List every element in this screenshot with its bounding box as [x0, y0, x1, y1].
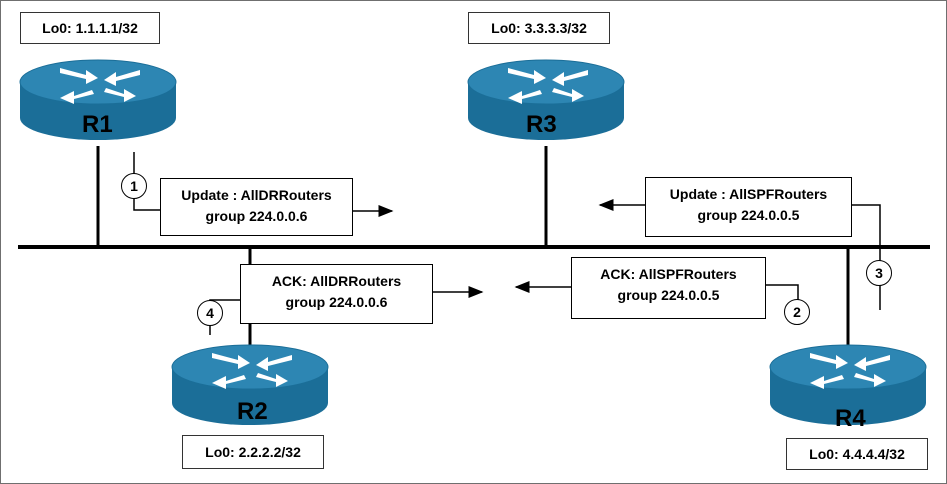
ack-r2-line2: group 224.0.0.6: [285, 294, 388, 310]
ack-r2-line1: ACK: AllDRRouters: [271, 273, 402, 289]
update-r4-box: Update : AllSPFRouters group 224.0.0.5: [645, 177, 852, 237]
update-r4-line2: group 224.0.0.5: [697, 207, 800, 223]
ack-r2-box: ACK: AllDRRouters group 224.0.0.6: [240, 264, 433, 324]
update-r1-box: Update : AllDRRouters group 224.0.0.6: [160, 178, 353, 236]
ack-r3-box: ACK: AllSPFRouters group 224.0.0.5: [571, 257, 766, 319]
router-r2-name: R2: [237, 398, 268, 425]
step-1-badge: 1: [121, 173, 147, 199]
r3-loopback-label: Lo0: 3.3.3.3/32: [468, 12, 610, 44]
update-r1-line2: group 224.0.0.6: [205, 208, 308, 224]
r4-loopback-label: Lo0: 4.4.4.4/32: [786, 438, 928, 470]
step1-leader: [133, 152, 162, 211]
router-r4-name: R4: [835, 405, 866, 432]
update-r1-line1: Update : AllDRRouters: [181, 187, 332, 203]
ack-r3-line2: group 224.0.0.5: [617, 287, 720, 303]
router-r3-name: R3: [526, 111, 557, 138]
step-3-badge: 3: [866, 260, 892, 286]
r2-loopback-label: Lo0: 2.2.2.2/32: [182, 435, 324, 469]
step-2-badge: 2: [784, 299, 810, 325]
update-r4-line1: Update : AllSPFRouters: [669, 186, 828, 202]
step3-leader: [852, 204, 881, 310]
step-4-badge: 4: [197, 300, 223, 326]
r1-loopback-label: Lo0: 1.1.1.1/32: [20, 12, 160, 44]
ack-r3-line1: ACK: AllSPFRouters: [600, 266, 737, 282]
router-r1-name: R1: [82, 111, 113, 138]
